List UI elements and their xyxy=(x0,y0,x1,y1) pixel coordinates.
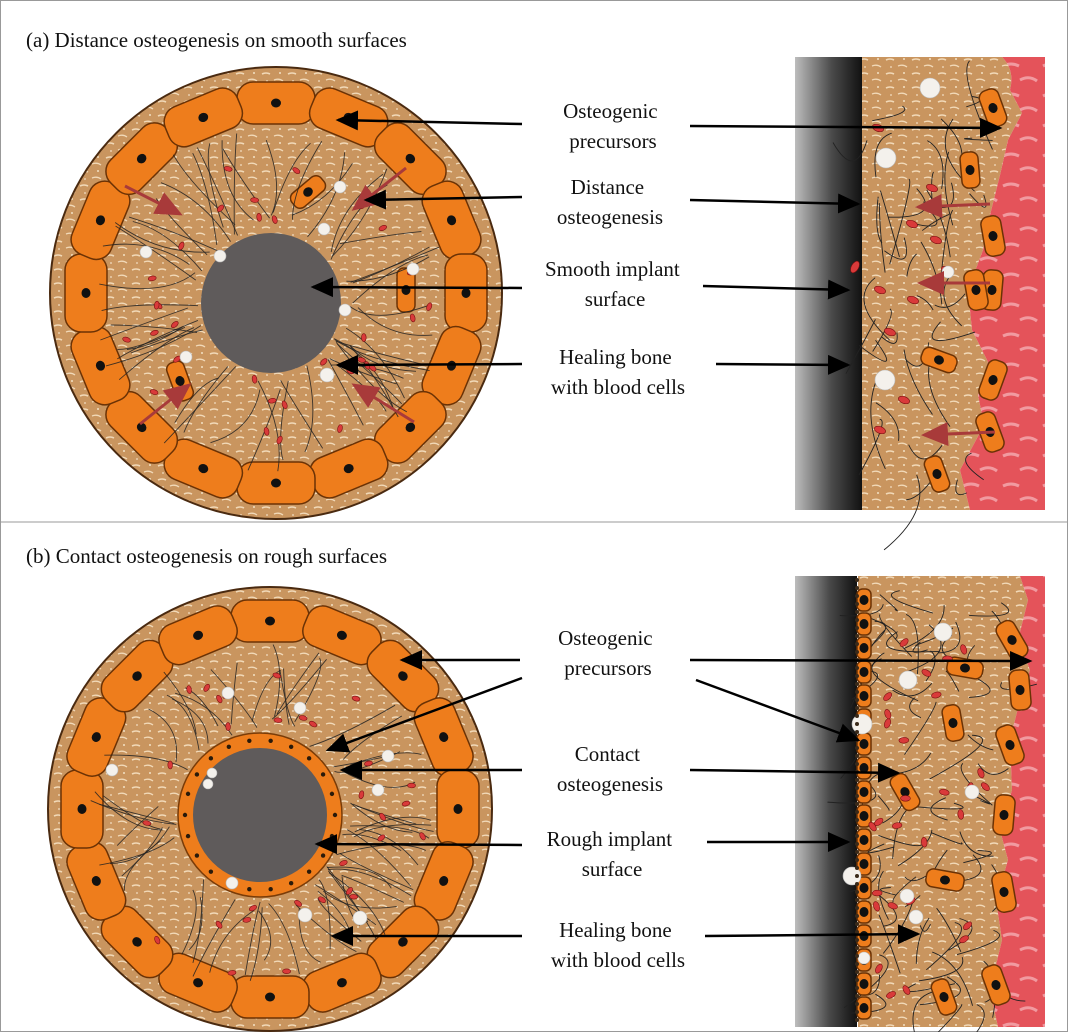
white-cell xyxy=(180,351,192,363)
osteogenic-cell xyxy=(857,925,871,947)
white-cell xyxy=(318,223,330,235)
white-cell xyxy=(372,784,384,796)
label-osteogenic-precursors-b: Osteogenic precursors xyxy=(558,626,658,680)
white-cell xyxy=(920,78,940,98)
label-osteogenic-precursors-a: Osteogenic precursors xyxy=(563,99,663,153)
osteogenic-cell xyxy=(65,254,107,332)
panel-a-cross-section xyxy=(50,67,502,519)
osteogenic-cell xyxy=(857,733,871,755)
white-cell xyxy=(934,623,952,641)
red-blood-cell xyxy=(283,969,291,974)
osteogenic-cell xyxy=(857,973,871,995)
osteogenic-cell xyxy=(857,757,871,779)
osteogenic-cell xyxy=(992,794,1015,836)
white-cell xyxy=(214,250,226,262)
rough-implant-wall xyxy=(795,576,857,1027)
white-cell xyxy=(909,910,923,924)
osteogenic-cell xyxy=(857,901,871,923)
white-cell xyxy=(875,370,895,390)
red-blood-cell xyxy=(361,334,366,342)
red-blood-cell xyxy=(872,890,882,896)
label-smooth-implant-surface: Smooth implant surface xyxy=(545,257,685,311)
white-cell xyxy=(353,911,367,925)
white-cell xyxy=(965,785,979,799)
osteogenic-cell xyxy=(857,685,871,707)
osteogenic-cell xyxy=(1008,669,1031,711)
panel-a-labels: Osteogenic precursors Distance osteogene… xyxy=(545,99,685,399)
red-blood-cell xyxy=(900,795,910,801)
osteogenic-cell xyxy=(231,600,309,642)
panel-a: (a) Distance osteogenesis on smooth surf… xyxy=(26,28,1045,550)
white-cell xyxy=(203,779,213,789)
osteogenic-cell xyxy=(437,770,479,848)
panel-b-title: (b) Contact osteogenesis on rough surfac… xyxy=(26,544,387,568)
red-blood-cell xyxy=(899,737,909,743)
label-distance-osteogenesis: Distance osteogenesis xyxy=(557,175,663,229)
red-blood-cell xyxy=(407,783,415,788)
white-cell xyxy=(222,687,234,699)
label-contact-osteogenesis: Contact osteogenesis xyxy=(557,742,663,796)
red-blood-cell xyxy=(168,761,173,769)
panel-b-interface-strip xyxy=(795,576,1045,1032)
white-cell xyxy=(294,702,306,714)
white-cell xyxy=(858,952,870,964)
osteogenic-cell xyxy=(445,254,487,332)
white-cell xyxy=(899,671,917,689)
white-cell xyxy=(298,908,312,922)
white-cell xyxy=(407,263,419,275)
panel-a-interface-strip xyxy=(795,57,1045,550)
red-blood-cell xyxy=(349,894,357,899)
white-cell xyxy=(207,768,217,778)
white-cell xyxy=(876,148,896,168)
red-blood-cell xyxy=(226,722,231,730)
white-cell xyxy=(226,877,238,889)
osteogenic-cell xyxy=(61,770,103,848)
white-cell xyxy=(339,304,351,316)
osteogenic-cell xyxy=(857,613,871,635)
panel-b: (b) Contact osteogenesis on rough surfac… xyxy=(26,544,1045,1032)
osteogenic-cell xyxy=(231,976,309,1018)
panel-b-cross-section xyxy=(48,587,492,1031)
label-healing-bone-a: Healing bone with blood cells xyxy=(551,345,685,399)
panel-b-labels: Osteogenic precursors Contact osteogenes… xyxy=(547,626,685,972)
label-rough-implant-surface: Rough implant surface xyxy=(547,827,678,881)
osteogenic-cell xyxy=(857,781,871,803)
smooth-implant-wall xyxy=(795,57,862,510)
white-cell xyxy=(106,764,118,776)
osteogenic-cell xyxy=(857,589,871,611)
red-blood-cell xyxy=(274,717,283,722)
osteogenic-cell xyxy=(857,661,871,683)
osteogenic-cell xyxy=(959,151,980,188)
label-healing-bone-b: Healing bone with blood cells xyxy=(551,918,685,972)
osteogenic-cell xyxy=(237,82,315,124)
white-cell xyxy=(140,246,152,258)
white-cell xyxy=(320,368,334,382)
panel-a-title: (a) Distance osteogenesis on smooth surf… xyxy=(26,28,407,52)
white-cell xyxy=(942,266,954,278)
osteogenic-cell xyxy=(857,997,871,1019)
white-cell xyxy=(334,181,346,193)
white-cell xyxy=(900,889,914,903)
white-cell xyxy=(382,750,394,762)
osteogenic-cell xyxy=(857,829,871,851)
osteogenic-cell xyxy=(857,637,871,659)
red-blood-cell xyxy=(250,197,258,202)
